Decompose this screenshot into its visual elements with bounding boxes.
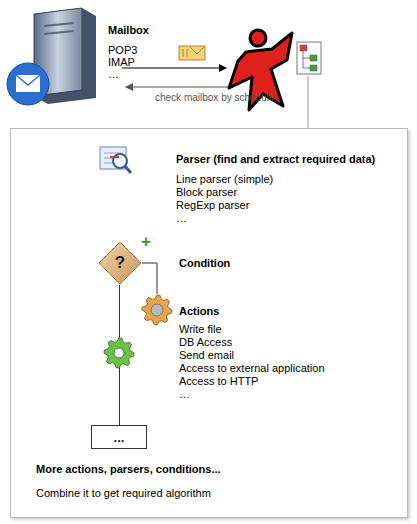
magnifier-icon	[99, 144, 133, 176]
mailbox-text: …	[108, 68, 119, 81]
actions-text: DB Access	[179, 336, 232, 349]
schedule-arrow	[126, 87, 228, 88]
plus-sign: +	[141, 232, 151, 251]
parser-icon: Parser (find and extract required data)L…	[99, 144, 133, 176]
actions-text: Access to external application	[179, 362, 325, 375]
actions-text: Send email	[179, 349, 234, 362]
tree-icon	[297, 42, 321, 74]
actions-text: …	[179, 388, 190, 401]
text-holder: ...	[92, 426, 146, 448]
mailbox-server: MailboxPOP3IMAP…	[4, 6, 129, 106]
panel-leader	[308, 76, 309, 128]
condition-text: ?	[115, 253, 125, 273]
parser-text: Parser (find and extract required data)	[176, 153, 375, 166]
mailbox-text: POP3	[108, 44, 137, 57]
fetch-arrow	[122, 68, 226, 69]
parser-text: …	[176, 212, 187, 225]
actions-text: Actions	[179, 305, 219, 318]
gear-shape	[141, 294, 173, 326]
parser-text: RegExp parser	[176, 199, 249, 212]
workflow-panel: More actions, parsers, conditions... Comb…	[10, 128, 408, 518]
actions-text: Access to HTTP	[179, 375, 258, 388]
panel-note: Combine it to get required algorithm	[36, 487, 211, 500]
more-box: ...	[91, 425, 147, 449]
mailbox-text: IMAP	[108, 56, 135, 69]
envelope-icon	[179, 46, 205, 60]
condition-text: Condition	[179, 257, 230, 270]
text-holder: ?	[98, 241, 142, 285]
parser-text: Line parser (simple)	[176, 173, 273, 186]
parser-text: Block parser	[176, 186, 237, 199]
more-text: ...	[114, 430, 125, 445]
panel-note: More actions, parsers, conditions...	[36, 463, 221, 476]
condition-diamond: ?Condition	[98, 241, 142, 285]
action-gear: ActionsWrite fileDB AccessSend emailAcce…	[141, 294, 173, 326]
arrow-label: check mailbox by schedule	[155, 92, 275, 104]
mailbox-text: Mailbox	[108, 24, 149, 37]
actions-text: Write file	[179, 323, 222, 336]
